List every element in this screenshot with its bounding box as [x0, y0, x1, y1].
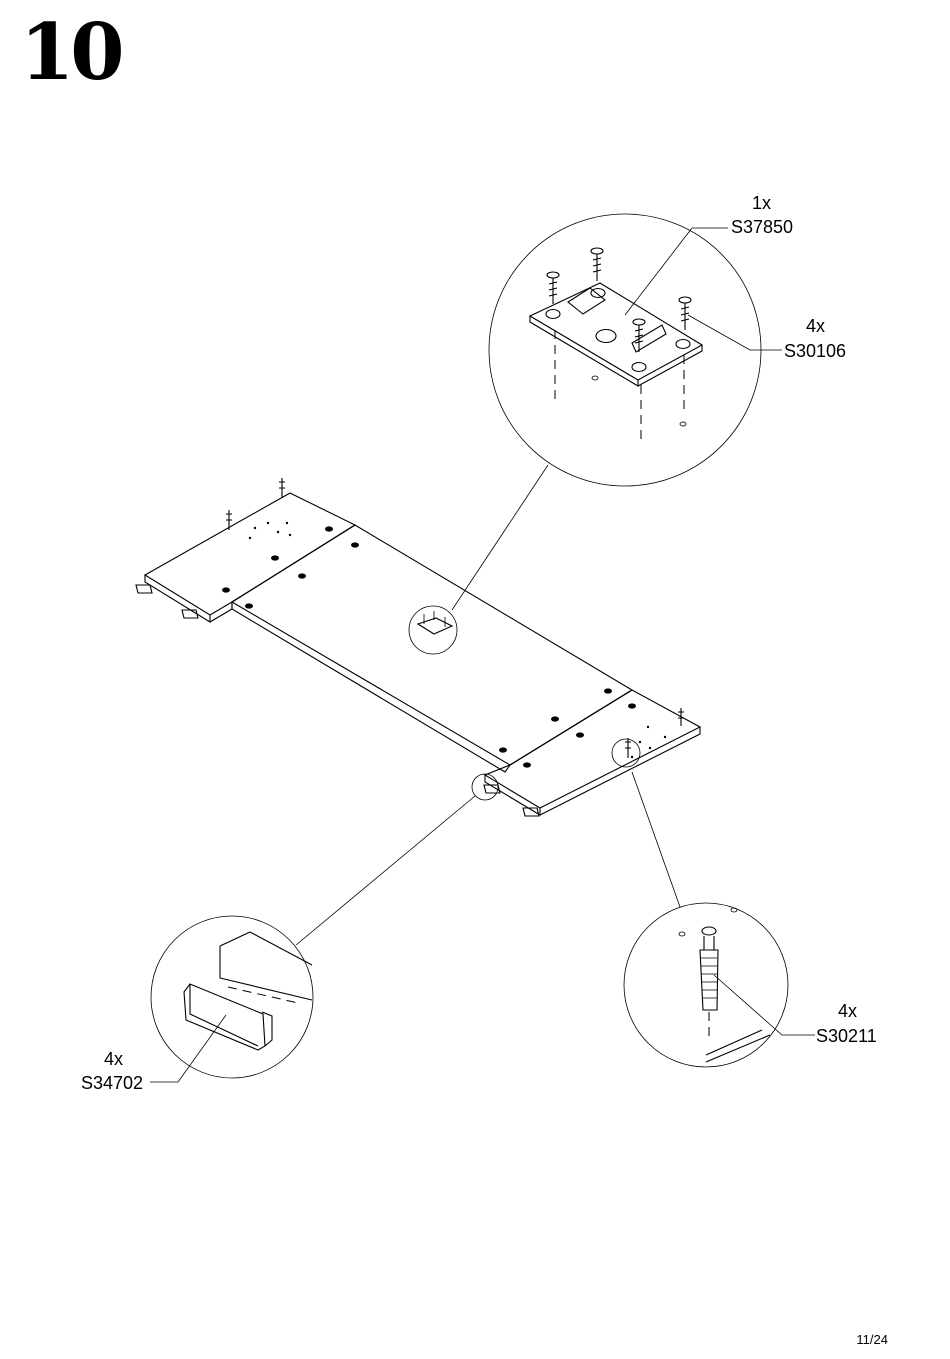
glider-detail-circle: [150, 916, 313, 1082]
callout-circles-small: [409, 606, 640, 800]
screw-code: S30106: [784, 342, 846, 360]
detail-connector-lines: [296, 465, 680, 945]
bracket-detail-circle: [489, 214, 782, 486]
main-panel: [136, 478, 700, 816]
dowel-code: S30211: [816, 1027, 877, 1045]
dowel-qty: 4x: [838, 1002, 857, 1020]
screw-qty: 4x: [806, 317, 825, 335]
page-number: 11/24: [856, 1332, 888, 1347]
glider-code: S34702: [81, 1074, 143, 1092]
dowel-detail-circle: [624, 903, 815, 1067]
bracket-qty: 1x: [752, 194, 771, 212]
glider-qty: 4x: [104, 1050, 123, 1068]
bracket-code: S37850: [731, 218, 793, 236]
